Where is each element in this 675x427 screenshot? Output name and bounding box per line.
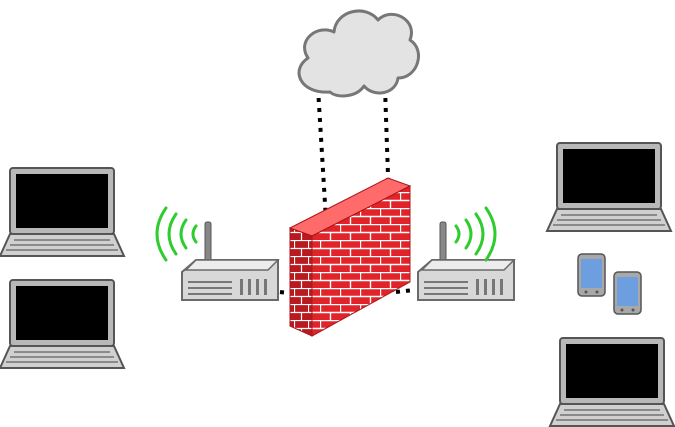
laptop-left-top — [0, 167, 126, 257]
smartphone-icon — [613, 271, 642, 315]
wifi-waves-icon — [155, 206, 198, 262]
link-cloud-firewall-left — [316, 87, 328, 221]
laptop-right-bottom — [548, 337, 675, 427]
wifi-waves-icon — [454, 206, 497, 262]
smartphone-1 — [577, 253, 606, 297]
laptop-icon — [0, 167, 126, 257]
brick-firewall-icon — [288, 177, 412, 337]
laptop-left-bottom — [0, 279, 126, 369]
smartphone-icon — [577, 253, 606, 297]
firewall-face — [311, 185, 411, 337]
laptop-icon — [548, 337, 675, 427]
link-firewall-router-right — [395, 288, 415, 294]
antenna — [439, 221, 447, 265]
laptop-icon — [0, 279, 126, 369]
wireless-router-right — [417, 206, 516, 301]
laptop-right-top — [545, 142, 673, 232]
laptop-icon — [545, 142, 673, 232]
wireless-router-left — [155, 206, 280, 301]
smartphone-2 — [613, 271, 642, 315]
firewall-front — [289, 227, 313, 337]
cloud-icon — [297, 9, 420, 98]
